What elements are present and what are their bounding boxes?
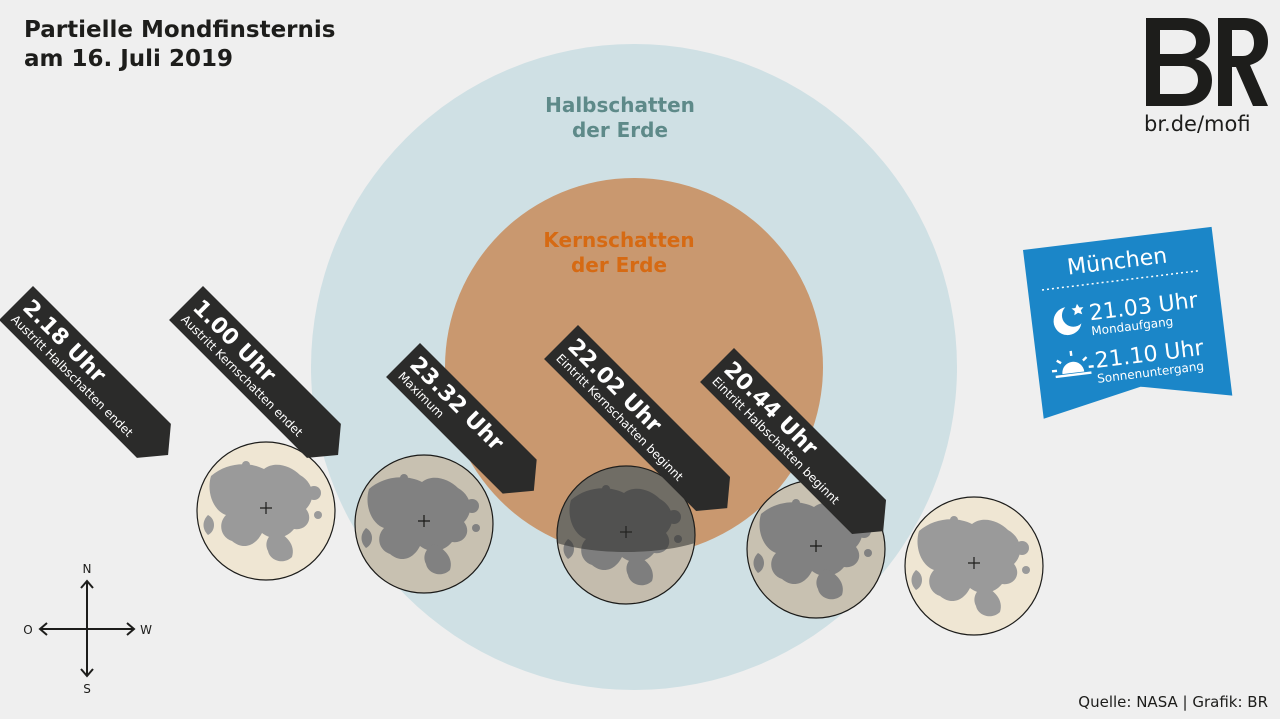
penumbra-label-line-1: Halbschatten	[545, 93, 695, 117]
penumbra-label-line-2: der Erde	[571, 118, 669, 142]
event-tag-2-18: 2.18 Uhr Austritt Halbschatten endet	[0, 286, 171, 458]
umbra-label-line-1: Kernschatten	[543, 228, 695, 252]
br-logo	[1146, 18, 1268, 106]
source-credit: Quelle: NASA | Grafik: BR	[1078, 693, 1268, 711]
page-title: Partielle Mondfinsternis am 16. Juli 201…	[24, 16, 335, 74]
penumbra-label: Halbschatten der Erde	[520, 93, 720, 143]
umbra-label: Kernschatten der Erde	[534, 228, 704, 278]
umbra-shadow	[445, 178, 823, 556]
moon-1-00	[355, 455, 493, 593]
munich-infobox: München 21.03 Uhr Mondaufgang 21.10 Uhr …	[1023, 226, 1233, 419]
umbra-label-line-2: der Erde	[570, 253, 668, 277]
compass-north: N	[83, 562, 92, 576]
moon-icon	[1053, 303, 1084, 336]
divider	[1041, 269, 1199, 291]
compass-south: S	[83, 682, 91, 696]
compass-east: O	[23, 623, 32, 637]
moon-23-32	[557, 466, 695, 604]
moon-20-44	[905, 497, 1043, 635]
title-line-2: am 16. Juli 2019	[24, 46, 233, 72]
logo-url: br.de/mofi	[1144, 112, 1251, 136]
compass-west: W	[140, 623, 152, 637]
title-line-1: Partielle Mondfinsternis	[24, 17, 336, 43]
sunset-icon	[1051, 350, 1094, 379]
compass	[38, 579, 136, 678]
moon-2-18	[197, 442, 335, 580]
